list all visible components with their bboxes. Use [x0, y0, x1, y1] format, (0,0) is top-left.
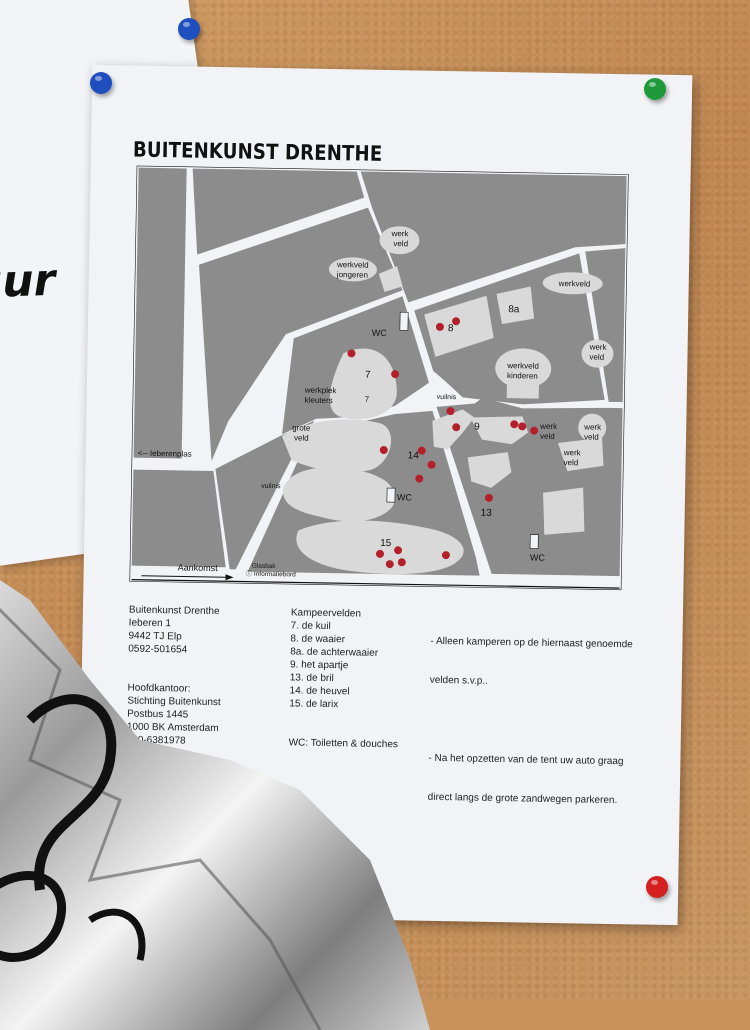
label-field-9: 9 [474, 422, 480, 433]
map-drawing: werk veld werkveld jongeren 8a 8 werkvel… [129, 165, 629, 591]
blue-pushpin [90, 72, 112, 94]
note-line: direct langs de grote zandwegen parkeren… [427, 791, 618, 807]
label-grote-veld-2: veld [294, 433, 309, 442]
aankomst-arrow [141, 575, 226, 578]
label-field-14: 14 [408, 450, 420, 461]
label-werkveld-r5-1: werk [563, 448, 582, 457]
label-informatiebord: ⓘ Informatiebord [246, 570, 297, 579]
label-werkveld-r3-2: veld [540, 432, 555, 441]
label-vuilnis-top: vuilnis [437, 394, 457, 401]
map-tent-dots [347, 317, 539, 569]
label-werkveld-top-1: werk [390, 229, 409, 238]
label-field-15: 15 [380, 538, 392, 549]
label-werkveld-top-2: veld [393, 239, 408, 248]
label-field-8: 8 [448, 323, 454, 334]
label-grote-veld-1: grote [292, 423, 311, 432]
label-ieberenplas: <-- Ieberenplas [138, 449, 192, 459]
label-werkveld-kinderen-2: kinderen [507, 371, 538, 381]
map-baseline [131, 578, 620, 589]
map-labels: werk veld werkveld jongeren 8a 8 werkvel… [138, 229, 608, 579]
label-werkveld-right2-2: veld [589, 353, 604, 362]
note-line [429, 713, 632, 730]
label-werkveld-kinderen-1: werkveld [506, 361, 539, 371]
green-pushpin [644, 78, 666, 100]
blue-pushpin [178, 18, 200, 40]
label-werkveld-right: werkveld [558, 279, 591, 289]
label-wc-bottom: WC [530, 553, 546, 563]
camping-notes: - Alleen kamperen op de hiernaast genoem… [427, 609, 633, 833]
label-werkveld-r5-2: veld [564, 458, 579, 467]
side-sheet-lettering: uur [0, 254, 57, 309]
label-werkveld-jongeren-2: jongeren [336, 270, 368, 280]
label-werkplek-kleuters-1: werkplek [304, 386, 338, 396]
label-werkveld-right2-1: werk [589, 343, 608, 352]
label-werkplek-kleuters-2: kleuters [305, 396, 333, 405]
label-field-13: 13 [481, 508, 493, 519]
red-pushpin [646, 876, 668, 898]
foil-wrapper [0, 580, 430, 1030]
label-werkveld-r4-1: werk [583, 422, 602, 431]
label-field-8a: 8a [508, 304, 520, 315]
label-werkveld-jongeren-1: werkveld [336, 260, 369, 270]
label-wc-top: WC [372, 328, 388, 338]
label-field-7: 7 [365, 395, 370, 404]
poster-title: BUITENKUNST DRENTHE [132, 137, 383, 166]
note-line: - Na het opzetten van de tent uw auto gr… [428, 752, 624, 768]
label-aankomst: Aankomst [178, 562, 219, 573]
label-vuilnis-bottom: vuilnis [261, 483, 281, 490]
campsite-map: werk veld werkveld jongeren 8a 8 werkvel… [129, 165, 629, 591]
map-poster: BUITENKUNST DRENTHE [77, 64, 693, 926]
note-line: velden s.v.p.. [429, 674, 489, 687]
label-field-7-circle: 7 [365, 370, 371, 381]
label-werkveld-r3-1: werk [539, 422, 558, 431]
note-line: - Alleen kamperen op de hiernaast genoem… [430, 635, 633, 651]
aankomst-arrowhead [225, 574, 234, 581]
label-glasbak: Glasbak [252, 563, 277, 570]
label-wc-mid: WC [397, 492, 413, 502]
label-werkveld-r4-2: veld [584, 432, 599, 441]
